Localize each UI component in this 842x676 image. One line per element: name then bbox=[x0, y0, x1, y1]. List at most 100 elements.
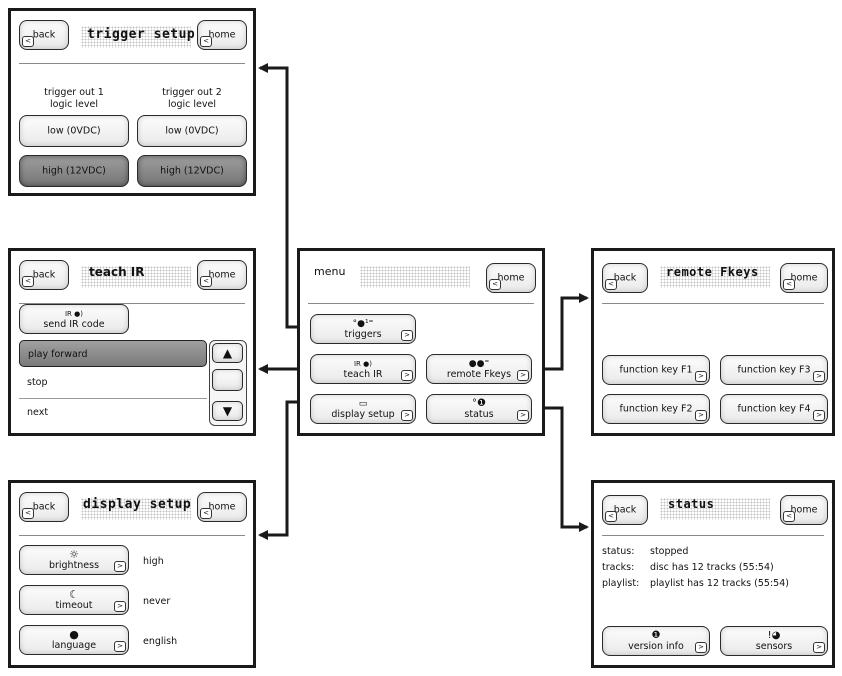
panel-header: menu home < bbox=[300, 251, 542, 303]
home-button[interactable]: home < bbox=[197, 260, 247, 290]
status-panel: back < status home < status: stopped tra… bbox=[591, 480, 835, 668]
chevron-right-icon: > bbox=[695, 410, 707, 421]
version-info-button[interactable]: ❶ version info > bbox=[602, 626, 710, 656]
function-key-f1-button[interactable]: function key F1 > bbox=[602, 355, 710, 385]
chevron-right-icon: > bbox=[695, 642, 707, 653]
scrollbar[interactable]: ▲ ▼ bbox=[209, 340, 247, 426]
sun-icon: ☼ bbox=[69, 548, 79, 561]
teach-ir-button[interactable]: IR ●) teach IR > bbox=[310, 354, 416, 384]
header-divider bbox=[602, 535, 824, 536]
panel-header: back < remote Fkeys home < bbox=[594, 251, 832, 303]
chevron-right-icon: > bbox=[401, 410, 413, 421]
header-texture bbox=[660, 266, 770, 288]
info-icon: ❶ bbox=[651, 630, 661, 641]
trigger1-high-button[interactable]: high (12VDC) bbox=[19, 155, 129, 187]
scroll-down-button[interactable]: ▼ bbox=[212, 401, 243, 421]
home-button[interactable]: home < bbox=[197, 492, 247, 522]
moon-icon: ☾ bbox=[69, 588, 79, 601]
back-button[interactable]: back < bbox=[19, 260, 69, 290]
page-title: teach IR bbox=[89, 265, 145, 279]
speech-icon: ● bbox=[69, 628, 79, 641]
trigger-out-1-label: trigger out 1 logic level bbox=[44, 87, 104, 110]
trigger-icon: °●¹⁼ bbox=[352, 319, 374, 329]
trigger1-low-button[interactable]: low (0VDC) bbox=[19, 115, 129, 147]
language-value: english bbox=[143, 636, 178, 647]
trigger-out-2-label: trigger out 2 logic level bbox=[162, 87, 222, 110]
playlist-key: playlist: bbox=[602, 578, 640, 589]
status-button[interactable]: °❶ status > bbox=[426, 394, 532, 424]
teach-ir-panel: back < teach IR home < IR ●) send IR cod… bbox=[8, 248, 256, 436]
scroll-thumb[interactable] bbox=[212, 369, 243, 391]
chevron-right-icon: > bbox=[695, 371, 707, 382]
tracks-value: disc has 12 tracks (55:54) bbox=[650, 562, 774, 573]
chevron-right-icon: > bbox=[114, 641, 126, 652]
panel-header: back < teach IR home < bbox=[11, 251, 253, 303]
remote-fkeys-button[interactable]: ●●⁼ remote Fkeys > bbox=[426, 354, 532, 384]
chevron-left-icon: < bbox=[783, 279, 795, 290]
display-icon: ▭ bbox=[358, 399, 368, 409]
chevron-right-icon: > bbox=[813, 410, 825, 421]
header-divider bbox=[19, 535, 245, 536]
sensor-icon: !◕ bbox=[767, 630, 781, 641]
back-button[interactable]: back < bbox=[19, 20, 69, 50]
chevron-left-icon: < bbox=[200, 508, 212, 519]
chevron-right-icon: > bbox=[401, 370, 413, 381]
chevron-right-icon: > bbox=[813, 371, 825, 382]
list-item[interactable]: play forward bbox=[19, 340, 207, 367]
triangle-up-icon: ▲ bbox=[222, 346, 233, 360]
trigger2-high-button[interactable]: high (12VDC) bbox=[137, 155, 247, 187]
chevron-left-icon: < bbox=[22, 36, 34, 47]
back-button[interactable]: back < bbox=[602, 263, 648, 293]
chevron-right-icon: > bbox=[517, 370, 529, 381]
chevron-left-icon: < bbox=[605, 511, 617, 522]
timeout-button[interactable]: ☾ timeout > bbox=[19, 585, 129, 615]
chevron-right-icon: > bbox=[517, 410, 529, 421]
brightness-button[interactable]: ☼ brightness > bbox=[19, 545, 129, 575]
remote-fkeys-panel: back < remote Fkeys home < function key … bbox=[591, 248, 835, 436]
triangle-down-icon: ▼ bbox=[222, 404, 233, 418]
triggers-button[interactable]: °●¹⁼ triggers > bbox=[310, 314, 416, 344]
home-button[interactable]: home < bbox=[780, 263, 828, 293]
ir-signal-icon: IR ●) bbox=[353, 360, 372, 368]
chevron-right-icon: > bbox=[813, 642, 825, 653]
header-divider bbox=[19, 63, 245, 64]
list-item[interactable]: stop bbox=[27, 377, 48, 388]
menu-panel: menu home < °●¹⁼ triggers > IR ●) teach … bbox=[297, 248, 545, 436]
back-button[interactable]: back < bbox=[19, 492, 69, 522]
chevron-left-icon: < bbox=[22, 508, 34, 519]
home-button[interactable]: home < bbox=[486, 263, 536, 293]
panel-header: back < status home < bbox=[594, 483, 832, 535]
trigger2-low-button[interactable]: low (0VDC) bbox=[137, 115, 247, 147]
list-item[interactable]: next bbox=[27, 407, 49, 418]
chevron-left-icon: < bbox=[200, 36, 212, 47]
header-divider bbox=[602, 303, 824, 304]
playlist-value: playlist has 12 tracks (55:54) bbox=[650, 578, 789, 589]
function-key-f3-button[interactable]: function key F3 > bbox=[720, 355, 828, 385]
chevron-left-icon: < bbox=[22, 276, 34, 287]
page-title: display setup bbox=[83, 497, 192, 512]
back-button[interactable]: back < bbox=[602, 495, 648, 525]
ir-signal-icon: IR ●) bbox=[64, 310, 83, 318]
display-setup-button[interactable]: ▭ display setup > bbox=[310, 394, 416, 424]
status-value: stopped bbox=[650, 546, 689, 557]
page-title: status bbox=[668, 497, 715, 511]
brightness-value: high bbox=[143, 556, 164, 567]
header-texture bbox=[660, 498, 770, 520]
chevron-left-icon: < bbox=[783, 511, 795, 522]
scroll-up-button[interactable]: ▲ bbox=[212, 343, 243, 363]
page-title: trigger setup bbox=[87, 27, 196, 42]
send-ir-code-button[interactable]: IR ●) send IR code bbox=[19, 304, 129, 334]
home-button[interactable]: home < bbox=[780, 495, 828, 525]
chevron-right-icon: > bbox=[114, 601, 126, 612]
display-setup-panel: back < display setup home < ☼ brightness… bbox=[8, 480, 256, 668]
header-texture bbox=[81, 266, 191, 288]
header-texture bbox=[81, 26, 191, 48]
panel-header: back < trigger setup home < bbox=[11, 11, 253, 63]
function-key-f2-button[interactable]: function key F2 > bbox=[602, 394, 710, 424]
function-key-f4-button[interactable]: function key F4 > bbox=[720, 394, 828, 424]
home-button[interactable]: home < bbox=[197, 20, 247, 50]
page-title: remote Fkeys bbox=[666, 265, 759, 279]
sensors-button[interactable]: !◕ sensors > bbox=[720, 626, 828, 656]
language-button[interactable]: ● language > bbox=[19, 625, 129, 655]
header-texture bbox=[360, 266, 470, 288]
